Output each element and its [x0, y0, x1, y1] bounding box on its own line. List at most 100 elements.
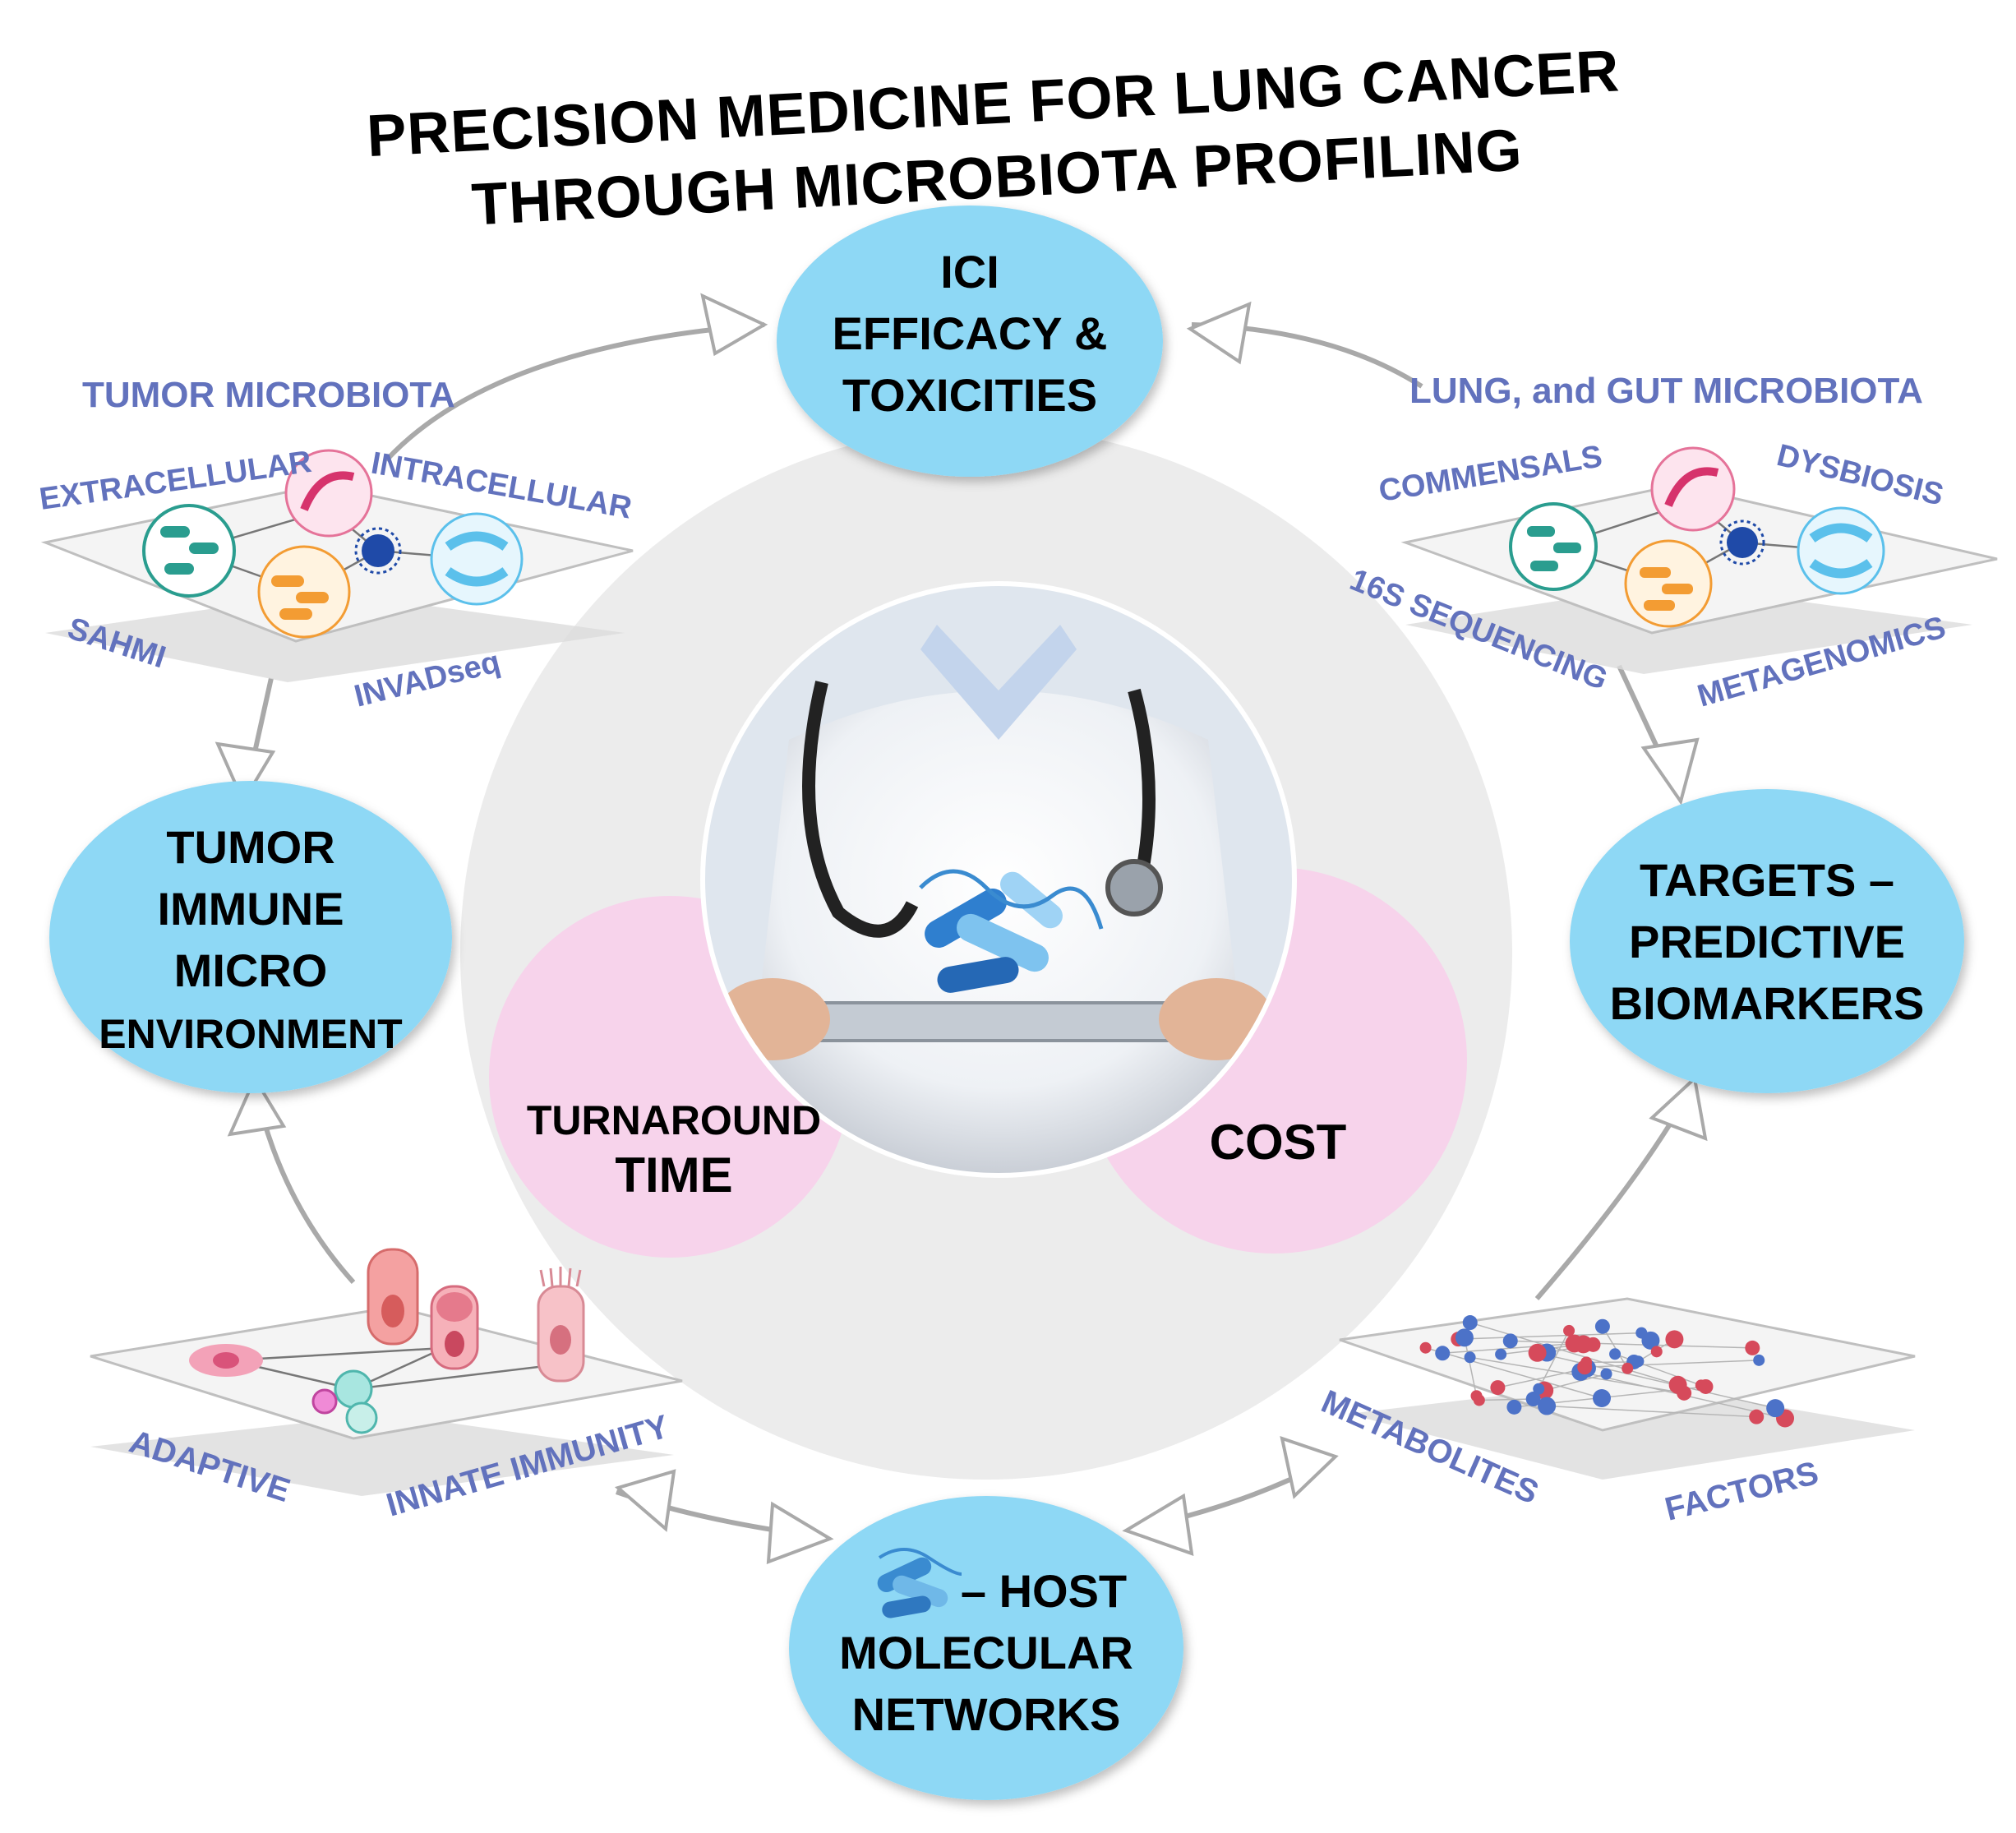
arrowhead-host-right-b [1280, 1435, 1339, 1499]
network-node [1745, 1340, 1760, 1355]
network-node [1650, 1346, 1663, 1358]
network-node [1502, 1333, 1518, 1349]
panel-lung-gut: LUNG, and GUT MICROBIOTA COMMENSALS DYSB… [1345, 371, 1998, 714]
network-node [1533, 1383, 1545, 1395]
network-node [1525, 1392, 1541, 1407]
protein-icon [877, 1548, 962, 1618]
arrowhead-host-left-b [614, 1469, 676, 1532]
network-node [1609, 1348, 1622, 1360]
node-host-line-2: MOLECULAR [839, 1627, 1133, 1678]
network-edge [1538, 1330, 1570, 1390]
arrowhead-into-ici-left [700, 293, 768, 357]
network-edge [1585, 1360, 1760, 1369]
label-tumor-microbiota: TUMOR MICROBIOTA [82, 375, 455, 415]
time-label: TIME [615, 1147, 732, 1203]
network-edge [1464, 1337, 1478, 1397]
arrowhead-host-left-a [766, 1501, 834, 1564]
label-commensals: COMMENSALS [1377, 439, 1605, 508]
bacteria-pink-icon [284, 449, 373, 538]
panel-metabolites: METABOLITES FACTORS [1316, 1297, 1916, 1528]
node-tme-line-3: MICRO [174, 944, 328, 996]
network-node [1600, 1368, 1612, 1380]
network-node [1490, 1380, 1506, 1396]
network-node [1506, 1399, 1522, 1415]
node-tme-line-2: IMMUNE [157, 883, 344, 935]
network-node [1528, 1343, 1547, 1362]
network-node [1622, 1362, 1634, 1374]
network-edge [1602, 1326, 1628, 1369]
panel-immunity: ADAPTIVE INNATE IMMUNITY [90, 1248, 683, 1524]
arrowhead-into-targets-bottom [1649, 1075, 1708, 1142]
turnaround-label: TURNAROUND [527, 1097, 821, 1143]
network-edge [1537, 1352, 1776, 1409]
network-node [1695, 1379, 1707, 1392]
cost-label: COST [1210, 1115, 1347, 1170]
arrow-path-tumor-to-ici [384, 322, 765, 463]
virus-icon [354, 527, 402, 575]
ciliated-cell-icon [537, 1267, 585, 1383]
arrowhead-into-tme-top [215, 741, 276, 806]
network-node [1495, 1348, 1507, 1360]
node-targets: TARGETS – PREDICTIVE BIOMARKERS [1570, 789, 1964, 1093]
network-edge [1469, 1322, 1678, 1386]
node-tumor-immune: TUMOR IMMUNE MICRO ENVIRONMENT [49, 781, 452, 1093]
network-node [1464, 1351, 1476, 1364]
network-node [1641, 1331, 1660, 1350]
network-node [1749, 1409, 1765, 1424]
network-edge [1458, 1332, 1642, 1340]
network-node [1632, 1355, 1645, 1368]
network-edge [1425, 1346, 1603, 1399]
photo-border [700, 581, 1297, 1178]
molecular-network-icon [1419, 1315, 1795, 1428]
plane-lower [1405, 584, 1972, 674]
network-node [1665, 1330, 1684, 1349]
network-node [1677, 1385, 1692, 1401]
node-targets-line-1: TARGETS – [1640, 854, 1894, 906]
arrow-heads [215, 293, 1708, 1564]
network-node [1435, 1346, 1451, 1361]
node-ici-line-3: TOXICITIES [842, 369, 1097, 421]
network-node [1766, 1399, 1785, 1418]
network-node [1473, 1394, 1485, 1406]
bacteria-blue-icon [1797, 506, 1885, 595]
label-lung-gut-microbiota: LUNG, and GUT MICROBIOTA [1409, 371, 1923, 411]
network-node [1594, 1318, 1610, 1334]
bacteria-green-icon [142, 504, 236, 598]
network-node [1753, 1354, 1765, 1366]
arrowhead-into-tme-bottom [227, 1074, 287, 1137]
network-node [1563, 1324, 1575, 1337]
node-host-line-3: NETWORKS [852, 1688, 1121, 1740]
lymphocyte-icon [311, 1369, 378, 1434]
network-node [1593, 1389, 1612, 1408]
node-tme-line-1: TUMOR [166, 821, 334, 873]
panel-tumor-microbiota: TUMOR MICROBIOTA EXTRACELLULAR INTRACELL… [37, 375, 634, 714]
doctor-illustration [703, 584, 1294, 1175]
goblet-cell-icon [430, 1285, 479, 1370]
plane-lower [45, 592, 625, 682]
node-host-line-1: – HOST [961, 1565, 1127, 1617]
network-node [1462, 1315, 1478, 1331]
node-tme-line-4: ENVIRONMENT [99, 1011, 402, 1057]
node-targets-line-3: BIOMARKERS [1610, 977, 1925, 1029]
network-node [1419, 1341, 1432, 1354]
plane-upper [90, 1305, 683, 1440]
network-node [1455, 1328, 1474, 1347]
network-edge [1547, 1405, 1757, 1418]
node-ici-line-1: ICI [940, 246, 999, 298]
network-node [1574, 1335, 1593, 1354]
network-edge [1442, 1342, 1575, 1355]
plane-lower [90, 1414, 674, 1496]
node-targets-line-2: PREDICTIVE [1629, 916, 1905, 967]
node-host: – HOST MOLECULAR NETWORKS [789, 1496, 1183, 1800]
virus-icon [1719, 519, 1765, 566]
bacteria-orange-icon [1624, 539, 1713, 628]
macrophage-icon [189, 1344, 263, 1377]
label-dysbiosis: DYSBIOSIS [1774, 438, 1947, 513]
bacteria-orange-icon [257, 545, 351, 639]
arrowhead-into-targets-top [1640, 737, 1700, 806]
arrowhead-host-right-a [1122, 1493, 1194, 1556]
network-edge [1510, 1340, 1753, 1349]
epithelial-cell-icon [367, 1248, 419, 1346]
arrowhead-into-ici-right [1186, 301, 1252, 365]
